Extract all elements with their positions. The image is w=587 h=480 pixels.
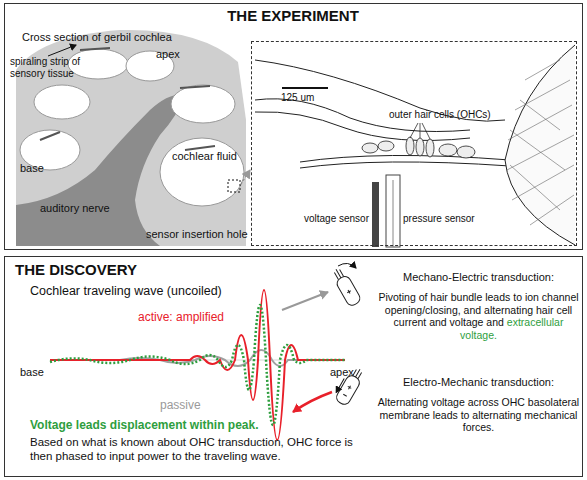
hair-cell bbox=[406, 137, 414, 155]
basilar-membrane bbox=[300, 155, 510, 162]
fluid-chamber bbox=[171, 85, 235, 123]
pivot-arrow bbox=[338, 263, 356, 268]
part-label: cochlear fluid bbox=[172, 150, 237, 162]
text-block: Pivoting of hair bundle leads to ion cha… bbox=[376, 291, 581, 341]
text-block: sensor insertion hole bbox=[146, 228, 248, 241]
sensor-fiber bbox=[393, 180, 394, 247]
text-block: auditory nerve bbox=[40, 202, 110, 215]
part-label: outer hair cells (OHCs) bbox=[389, 109, 491, 121]
text-block: passive bbox=[160, 398, 201, 412]
part-label: auditory nerve bbox=[40, 202, 110, 214]
hair-cell-icon bbox=[334, 374, 361, 407]
text-block: Electro-Mechanic transduction: bbox=[376, 376, 581, 389]
finding-highlight: Voltage bbox=[30, 418, 72, 432]
support-cell bbox=[439, 144, 457, 156]
section-heading: Mechano-Electric transduction: bbox=[403, 271, 554, 283]
part-label: voltage sensor bbox=[292, 213, 369, 225]
axis-label: base bbox=[20, 366, 44, 378]
leader-line bbox=[410, 123, 430, 139]
curve-label: passive bbox=[160, 398, 201, 412]
voltage-sensor-shape bbox=[372, 182, 379, 247]
voltage-wave bbox=[50, 305, 345, 425]
gray-arrow bbox=[282, 292, 328, 310]
section-heading: Electro-Mechanic transduction: bbox=[403, 376, 554, 388]
axis-label: apex bbox=[330, 366, 354, 378]
hair-cell bbox=[416, 138, 424, 156]
pressure-sensor-shape bbox=[386, 175, 400, 247]
membrane-line bbox=[255, 60, 505, 121]
text-block: apex bbox=[156, 48, 180, 61]
basilar-membrane bbox=[300, 162, 510, 168]
plus-sign bbox=[346, 289, 351, 294]
hair-cell-icon bbox=[335, 274, 362, 307]
text-block: base bbox=[20, 366, 44, 379]
text-block: Based on what is known about OHC transdu… bbox=[30, 436, 360, 464]
text-block: cochlear fluid bbox=[172, 150, 237, 163]
red-arrow bbox=[293, 392, 332, 412]
fluid-chamber bbox=[34, 85, 90, 119]
finding-text: Based on what is known about OHC transdu… bbox=[30, 436, 353, 462]
zoom-box: 125 um outer hair cells (OHCs) voltage sen… bbox=[251, 41, 577, 246]
text-block: spiraling strip of sensory tissue bbox=[10, 56, 98, 80]
text-block: Voltage leads displacement within peak. bbox=[30, 418, 259, 432]
hatching bbox=[507, 60, 574, 225]
curve-label: active: amplified bbox=[138, 310, 224, 324]
text-block: Mechano-Electric transduction: bbox=[376, 271, 581, 284]
insertion-hole bbox=[228, 180, 240, 192]
pointer-arrow bbox=[48, 45, 76, 56]
support-cell bbox=[362, 143, 378, 153]
spiral-ligament bbox=[505, 45, 575, 245]
part-label: sensor insertion hole bbox=[146, 228, 248, 240]
part-label: apex bbox=[156, 48, 180, 60]
finding-text: leads displacement within peak. bbox=[76, 418, 259, 432]
active-wave bbox=[50, 290, 345, 440]
plus-minus bbox=[343, 385, 352, 397]
force-arrow bbox=[336, 379, 344, 393]
panel-title: THE EXPERIMENT bbox=[5, 7, 581, 25]
support-cell bbox=[457, 146, 475, 158]
note-text: Alternating voltage across OHC basolater… bbox=[378, 396, 579, 433]
figure-label: Cross section of gerbil cochlea bbox=[22, 31, 172, 43]
scale-bar bbox=[282, 87, 328, 89]
text-block: Cross section of gerbil cochlea bbox=[22, 31, 172, 44]
text-block: active: amplified bbox=[138, 310, 224, 324]
part-label: pressure sensor bbox=[403, 213, 475, 225]
zoom-arrow bbox=[241, 170, 250, 184]
text-block: Alternating voltage across OHC basolater… bbox=[376, 396, 581, 434]
hair-bundle bbox=[333, 268, 343, 280]
support-cell bbox=[378, 141, 394, 151]
text-block: apex bbox=[330, 366, 354, 379]
text-block: base bbox=[20, 162, 44, 175]
hair-cell bbox=[426, 139, 434, 157]
part-label: base bbox=[20, 162, 44, 174]
part-label: spiraling strip of sensory tissue bbox=[10, 56, 80, 79]
figure-label: Cochlear traveling wave (uncoiled) bbox=[30, 284, 222, 298]
text-block: Cochlear traveling wave (uncoiled) bbox=[30, 284, 222, 299]
hair-bundle bbox=[353, 368, 363, 379]
scale-label: 125 um bbox=[281, 92, 314, 104]
panel-title: THE DISCOVERY bbox=[15, 261, 137, 279]
